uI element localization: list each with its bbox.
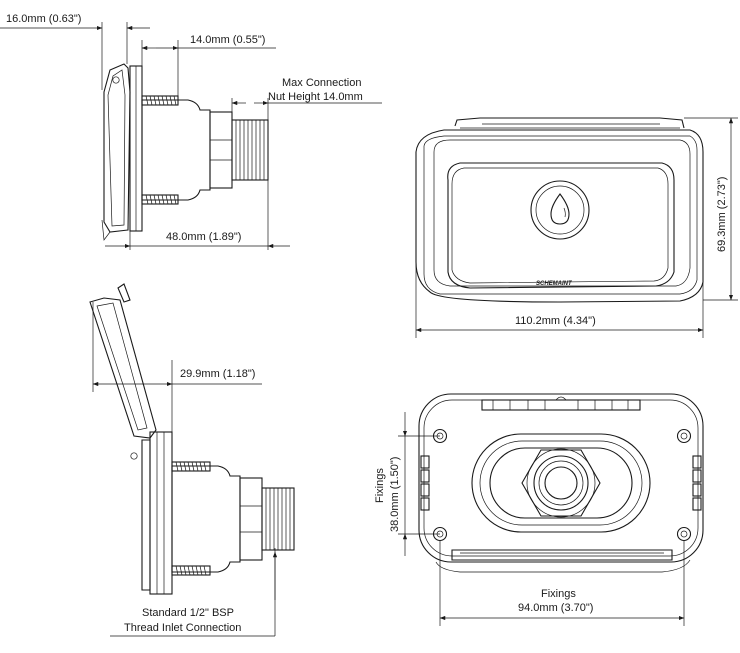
fixing-hole-top-right: [676, 428, 692, 444]
front-view: SCHEMAINT 69.3mm (2.73") 110.2mm (4.34"): [415, 117, 738, 338]
fixing-hole-bottom-right: [676, 526, 692, 542]
open-flange: [149, 431, 173, 595]
water-drop-icon: [550, 193, 570, 225]
side-depth-label: 48.0mm (1.89"): [166, 231, 241, 243]
back-outer: [418, 393, 704, 563]
back-inlet-hole: [544, 466, 578, 500]
side-nut: [209, 111, 233, 189]
back-fixings-h-label-2: 94.0mm (3.70"): [518, 602, 593, 614]
open-nut: [239, 477, 263, 561]
front-width-label: 110.2mm (4.34"): [515, 315, 596, 327]
back-top-vents: [481, 396, 641, 411]
side-nut-label-1: Max Connection: [282, 77, 362, 89]
side-view: 16.0mm (0.63") 14.0mm (0.55") Max Connec…: [0, 13, 382, 250]
open-lid-label: 29.9mm (1.18"): [180, 368, 255, 380]
front-hinge: [454, 117, 685, 129]
open-screw-bottom: [171, 565, 211, 576]
open-view: 29.9mm (1.18") Standard 1/2" BSP Thread …: [89, 283, 295, 637]
open-body: [171, 465, 241, 573]
front-button-inner: [535, 185, 585, 235]
back-fixings-v-label-2: 38.0mm (1.50"): [389, 457, 401, 532]
back-recess-outer: [471, 433, 651, 533]
inlet-label-1: Standard 1/2" BSP: [142, 607, 234, 619]
side-thread-label: 14.0mm (0.55"): [190, 34, 265, 46]
side-nut-label-2: Nut Height 14.0mm: [268, 91, 363, 103]
front-brand: SCHEMAINT: [536, 281, 573, 287]
side-body: [141, 99, 211, 201]
side-width-label: 16.0mm (0.63"): [6, 13, 81, 25]
front-height-label: 69.3mm (2.73"): [716, 177, 728, 252]
inlet-label-2: Thread Inlet Connection: [124, 622, 241, 634]
back-view: Fixings 38.0mm (1.50") Fixings 94.0mm (3…: [374, 393, 704, 626]
back-bottom-rail: [451, 549, 673, 561]
front-button-outer: [530, 180, 590, 240]
side-thread: [231, 119, 269, 181]
back-left-vents: [420, 455, 430, 511]
back-hex-nut: [521, 449, 601, 517]
side-lid: [103, 63, 131, 233]
open-lid: [89, 297, 157, 439]
back-fixings-h-label-1: Fixings: [541, 588, 576, 600]
front-inner-frame: [423, 135, 698, 295]
back-fixings-v-label-1: Fixings: [374, 468, 386, 503]
front-outer-shell: [415, 129, 704, 303]
front-lid-panel: [447, 162, 675, 289]
back-right-vents: [692, 455, 702, 511]
